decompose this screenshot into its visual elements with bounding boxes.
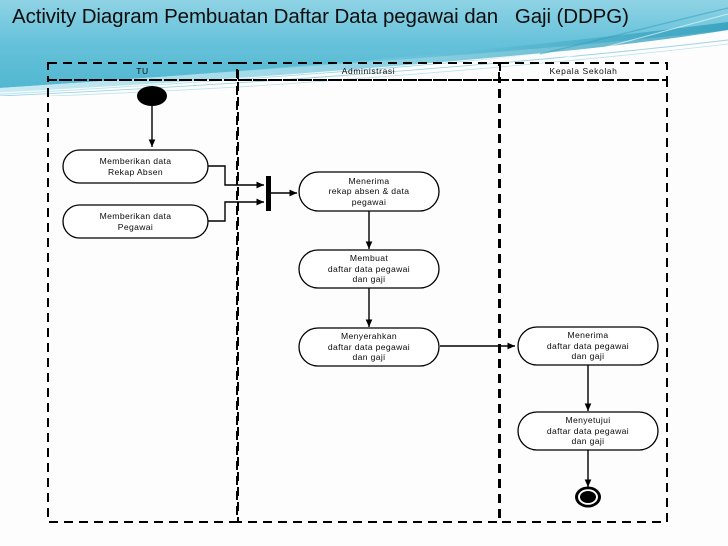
initial-node[interactable] [137, 86, 167, 106]
activity-label-a4: Membuat daftar data pegawai dan gaji [327, 253, 411, 285]
activity-label-a1: Memberikan data Rekap Absen [99, 155, 172, 177]
swimlane-header-box-administrasi [237, 62, 500, 81]
swimlane-body-kepala-sekolah [499, 79, 668, 523]
swimlane-header-box-kepala-sekolah [499, 62, 668, 81]
slide-title: Activity Diagram Pembuatan Daftar Data p… [12, 5, 629, 28]
activity-shapes [62, 149, 659, 451]
activity-shape-a3[interactable] [298, 171, 440, 212]
activity-label-a2: Memberikan data Pegawai [99, 210, 172, 232]
swimlane-label-administrasi: Administrasi [341, 66, 396, 76]
swimlane-body-tu [47, 79, 238, 523]
edge-a1-to-join [208, 165, 264, 189]
activity-shape-a6[interactable] [517, 326, 659, 366]
edge-a2-to-join [208, 198, 264, 222]
activity-label-a3: Menerima rekap absen & data pegawai [328, 175, 410, 207]
activity-shape-a1[interactable] [62, 149, 209, 184]
final-node[interactable] [575, 486, 601, 508]
activity-label-a6: Menerima daftar data pegawai dan gaji [546, 330, 630, 362]
join-bar[interactable] [266, 176, 271, 211]
activity-shape-a7[interactable] [517, 411, 659, 451]
activity-shape-a5[interactable] [298, 327, 440, 367]
activity-label-a5: Menyerahkan daftar data pegawai dan gaji [327, 331, 411, 363]
swimlane-label-kepala-sekolah: Kepala Sekolah [549, 66, 618, 76]
edges [148, 106, 592, 487]
activity-label-a7: Menyetujui daftar data pegawai dan gaji [546, 415, 630, 447]
swimlane-label-tu: TU [136, 66, 149, 76]
activity-shape-a4[interactable] [298, 249, 440, 289]
swimlane-bodies [47, 79, 668, 523]
activity-shape-a2[interactable] [62, 204, 209, 239]
